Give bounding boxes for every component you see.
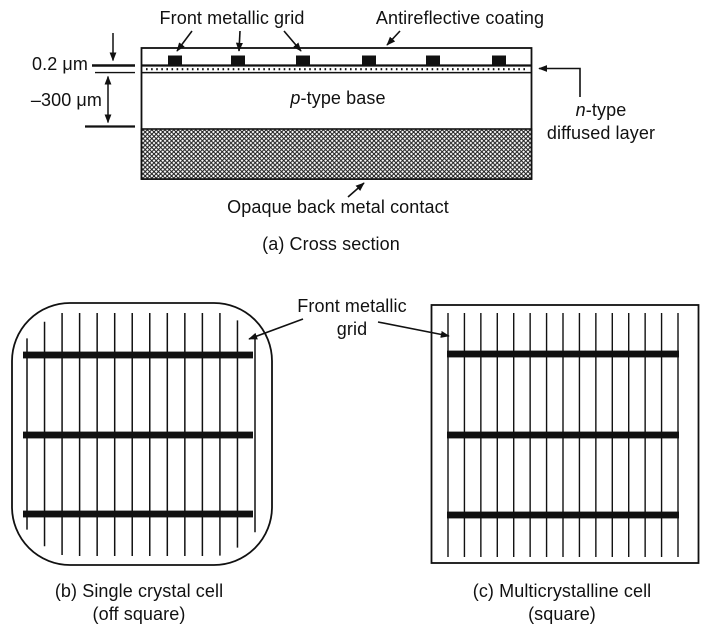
front-grid-contacts <box>168 55 506 65</box>
caption-multi-line1: (c) Multicrystalline cell <box>472 581 652 601</box>
busbar <box>23 431 253 439</box>
single-crystal-cell-drawing <box>11 302 273 566</box>
multi-cell-outline <box>430 304 700 564</box>
p-type-prefix: p <box>290 88 301 108</box>
front-grid-label: Front metallic grid <box>159 8 305 28</box>
n-type-prefix: n <box>575 100 586 120</box>
grid-contact <box>492 55 506 65</box>
antireflective-arrow <box>386 30 401 46</box>
busbar <box>23 510 253 518</box>
caption-single-line1: (b) Single crystal cell <box>54 581 224 601</box>
n-type-line2: diffused layer <box>546 123 656 143</box>
busbar <box>447 350 679 358</box>
back-contact-label: Opaque back metal contact <box>227 197 449 217</box>
caption-cross-section: (a) Cross section <box>262 234 400 254</box>
grid-contact <box>426 55 440 65</box>
front-grid-arrow-3 <box>283 30 302 52</box>
busbar <box>447 511 679 519</box>
annotation-arrows <box>176 30 581 198</box>
n-layer-elbow-arrow <box>538 65 581 97</box>
single-cell-busbars <box>23 351 253 518</box>
grid-contact <box>168 55 182 65</box>
multi-cell-busbars <box>447 350 679 519</box>
antireflective-label: Antireflective coating <box>375 8 545 28</box>
pointer-to-multi-cell <box>377 321 450 338</box>
p-type-rest: -type base <box>300 88 386 108</box>
pointer-lines <box>248 318 450 340</box>
caption-single-line2: (off square) <box>92 604 186 624</box>
pointer-to-single-cell <box>248 318 304 340</box>
busbar <box>447 431 679 439</box>
pointer-label-line1: Front metallic <box>297 296 407 316</box>
n-type-rest: -type <box>585 100 627 120</box>
caption-multicrystalline: (c) Multicrystalline cell (square) <box>473 580 652 626</box>
grid-contact <box>362 55 376 65</box>
dimension-marks <box>85 33 135 128</box>
back-contact-arrow <box>347 182 365 198</box>
front-grid-pointer-label: Front metallic grid <box>297 295 406 341</box>
grid-contact <box>296 55 310 65</box>
n-type-layer-label: n-type diffused layer <box>547 99 655 145</box>
thickness-base-label: –300 μm <box>30 90 102 110</box>
busbar <box>23 351 253 359</box>
p-type-base-label: p-type base <box>290 88 385 108</box>
single-cell-outline <box>11 302 273 566</box>
caption-multi-line2: (square) <box>528 604 596 624</box>
pointer-label-line2: grid <box>336 319 368 339</box>
thickness-top-label: 0.2 μm <box>32 54 88 74</box>
multicrystalline-cell-drawing <box>430 304 700 564</box>
front-grid-arrow-1 <box>176 30 193 52</box>
cross-section-drawing <box>85 30 581 198</box>
grid-contact <box>231 55 245 65</box>
caption-single-crystal: (b) Single crystal cell (off square) <box>55 580 223 626</box>
front-grid-arrow-2 <box>235 30 243 52</box>
back-contact-hatch <box>140 128 533 180</box>
